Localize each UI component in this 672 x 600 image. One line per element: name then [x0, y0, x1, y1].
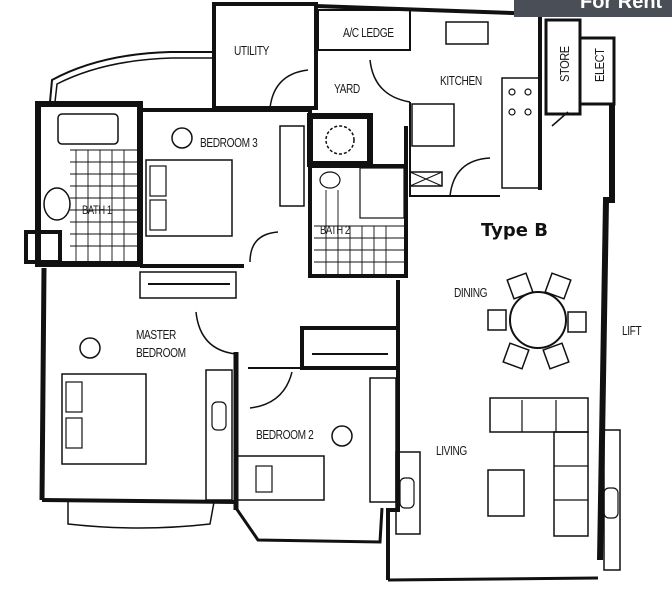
room-label-store: STORE [557, 46, 572, 82]
ac-ledge [317, 9, 411, 51]
room-label-bath-1: BATH 1 [82, 203, 112, 217]
room-label-yard: YARD [334, 81, 360, 96]
bath-2 [308, 164, 408, 278]
room-label-living: LIVING [436, 443, 467, 458]
room-label-lift: LIFT [622, 323, 642, 338]
room-label-bath-2: BATH 2 [320, 223, 350, 237]
balcony-bay [49, 51, 212, 103]
room-label-dining: DINING [454, 285, 488, 300]
room-label-master-bedroom-line2: BEDROOM [136, 345, 186, 360]
room-label-master-bedroom-line1: MASTER [136, 327, 176, 342]
room-label-ac-ledge: A/C LEDGE [343, 25, 394, 40]
listing-banner: For Rent [514, 0, 672, 17]
bath-1 [35, 101, 143, 267]
unit-type-label: Type B [481, 220, 548, 241]
room-label-elect: ELECT [592, 48, 607, 82]
room-label-utility: UTILITY [234, 43, 270, 58]
room-label-bedroom-2: BEDROOM 2 [256, 427, 314, 442]
room-label-kitchen: KITCHEN [440, 73, 482, 88]
room-label-bedroom-3: BEDROOM 3 [200, 135, 258, 150]
banner-text: For Rent [580, 0, 663, 13]
